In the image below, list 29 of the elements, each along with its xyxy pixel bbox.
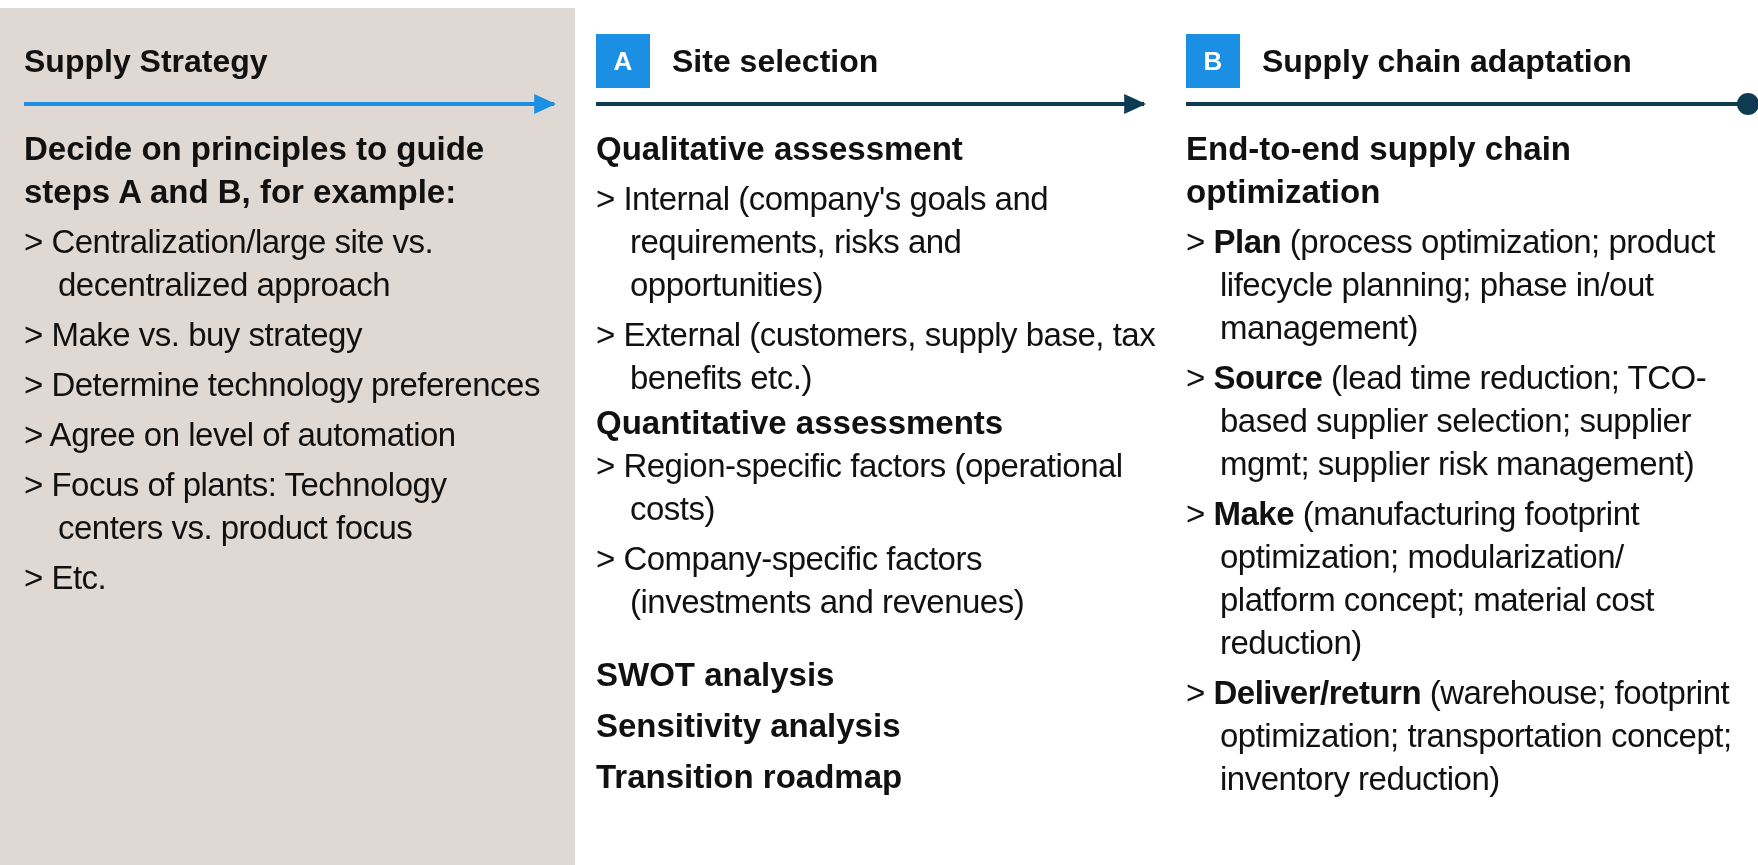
bullet-item: > Agree on level of automation — [24, 415, 457, 455]
section-heading: End-to-end supply chain optimization — [1186, 129, 1572, 212]
bullet-item: > Etc. — [24, 558, 108, 598]
section-heading: Qualitative assessment — [596, 129, 964, 169]
bullet-item: > External (customers, supply base, tax benefits etc.) — [596, 315, 1156, 398]
bullet-item: > Focus of plants: Technology centers vs. product focus — [24, 465, 448, 548]
bullet-item: > Internal (company's goals and requirements, risks and opportunities) — [596, 179, 1050, 305]
bullet-item: > Region-specific factors (operational costs) — [596, 446, 1124, 529]
column-heading: Supply Strategy — [24, 42, 268, 81]
bullet-item: > Make vs. buy strategy — [24, 315, 364, 355]
bullet-item: > Source (lead time reduction; TCO-based supplier selection; supplier mgmt; supplier risk management) — [1186, 358, 1708, 484]
bullet-item: > Determine technology preferences — [24, 365, 541, 405]
section-heading: Transition roadmap — [596, 757, 904, 797]
arrow — [596, 94, 1147, 114]
column-heading: Site selection — [672, 42, 879, 81]
step-letter-badge: B — [1186, 34, 1240, 88]
bullet-item: > Deliver/return (warehouse; footprint optimization; transportation concept; inventory reduction) — [1186, 673, 1733, 799]
arrow — [24, 94, 557, 114]
step-letter-badge: A — [596, 34, 650, 88]
bullet-item: > Centralization/large site vs. decentralized approach — [24, 222, 435, 305]
section-heading: Quantitative assessments — [596, 403, 1005, 443]
bullet-item: > Company-specific factors (investments and revenues) — [596, 539, 1026, 622]
section-heading: Sensitivity analysis — [596, 706, 902, 746]
column-heading: Supply chain adaptation — [1262, 42, 1632, 81]
section-heading: Decide on principles to guide steps A and B, for example: — [24, 129, 486, 212]
bullet-item: > Plan (process optimization; product lifecycle planning; phase in/out management) — [1186, 222, 1717, 348]
section-heading: SWOT analysis — [596, 655, 836, 695]
bullet-item: > Make (manufacturing footprint optimization; modularization/ platform concept; material cost reduction) — [1186, 494, 1656, 663]
column-panel — [0, 8, 575, 865]
